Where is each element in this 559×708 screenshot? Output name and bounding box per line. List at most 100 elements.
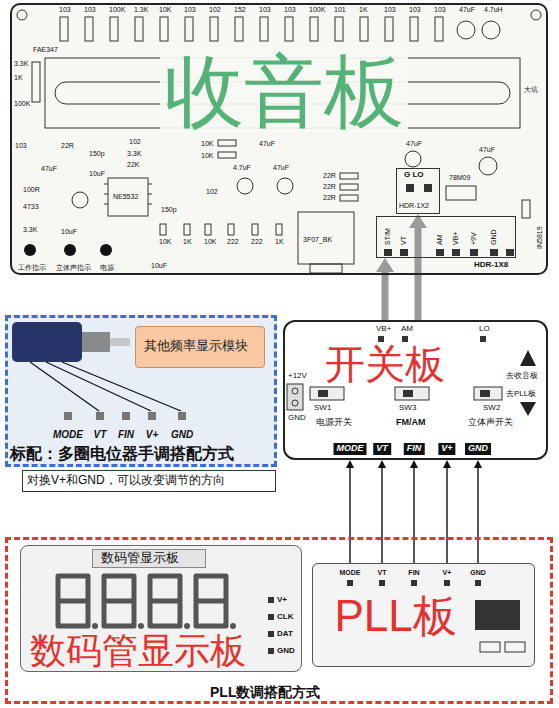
drawn-rect [379,580,385,586]
drawn-rect [108,178,148,216]
drawn-circle [72,192,88,208]
drawn-rect [283,320,548,460]
drawn-line [104,184,108,185]
drawn-rect [148,412,156,420]
part-value: 4733 [22,203,40,211]
indicator-label: 立体声指示 [56,264,91,272]
pin-name: +9V [470,231,478,246]
pin-name: GND [469,569,487,577]
drawn-rect [60,17,68,41]
part-value: 10uF [60,228,78,236]
drawn-rect [205,224,211,235]
drawn-circle [457,21,475,39]
part-value: 4.7uF [232,164,252,172]
wire-arrow [474,460,482,563]
drawn-rect [475,600,520,630]
drawn-rect [310,387,344,400]
drawn-polygon [474,460,482,468]
pcb-parts [17,10,541,273]
pin-name: GND [490,228,498,246]
part-value: NE5532 [112,193,139,201]
part-value: 1K [182,238,193,246]
indicator-label: 电源 [100,264,114,272]
part-value: 3.3K [22,226,38,234]
pin-name: VB+ [452,231,460,246]
part-value: 103 [183,6,197,14]
drawn-rect [335,17,343,41]
note-box: 对换V+和GND，可以改变调节的方向 [22,470,276,492]
part-value: 3.3K [13,60,29,68]
pin-name: MODE [339,569,362,577]
pin-name: MODE [334,443,367,455]
part-value: 150p [160,206,178,214]
part-value: 102 [205,188,219,196]
seven-segment-display [58,576,226,626]
node-text: 标配：多圈电位器手调搭配方式 [10,445,234,463]
dashed-group: 标配：多圈电位器手调搭配方式 其他频率显示模块 [5,315,277,467]
drawn-rect [298,212,354,264]
drawn-path [104,576,134,626]
part-value: 103 [258,6,272,14]
drawn-rect [160,224,166,235]
node-text: 数码管显示板 [30,633,246,669]
drawn-rect [235,17,243,41]
part-value: 47uF [258,140,276,148]
drawn-rect [276,224,282,235]
drawn-rect [285,17,293,41]
drawn-rect [402,336,408,342]
drawn-polygon [376,258,394,272]
drawn-rect [92,549,206,568]
drawn-rect [452,249,460,256]
part-value: 102 [208,6,222,14]
pin-name: MODE [52,429,84,440]
drawn-circle [184,623,190,629]
part-value: 47uF [478,146,496,154]
drawn-rect [474,387,502,400]
drawn-rect [228,224,234,235]
part-value: 10uF [150,262,168,270]
drawn-rect [178,412,186,420]
drawn-line [477,468,478,563]
node-text: 开关板 [325,344,445,384]
drawn-circle [277,178,293,194]
drawn-path [150,576,180,626]
pin-name: SW1 [313,404,332,413]
drawn-rect [506,249,514,256]
part-value: 47uF [458,6,476,14]
wire-arrow [410,460,418,563]
drawn-rect [268,597,274,603]
drawn-rect [480,390,490,397]
part-value: 152 [233,6,247,14]
drawn-rect [411,580,417,586]
drawn-line [46,362,151,411]
drawn-rect [218,140,236,146]
drawn-polygon [410,460,418,468]
drawn-rect [444,580,450,586]
drawn-rect [310,17,318,41]
pin-name: VT [377,569,388,577]
drawn-rect [475,580,481,586]
drawn-rect [10,3,548,275]
drawn-rect [184,224,190,235]
drawn-rect [470,249,478,256]
part-value: 10uF [88,170,106,178]
drawn-circle [482,21,500,39]
drawn-line [30,362,99,411]
indicator-label: 工作指示 [18,264,46,272]
pin-name: FIN [407,569,420,577]
drawn-circle [92,623,98,629]
part-value: 22R [322,172,337,180]
drawn-line [104,194,108,195]
part-value: 100R [22,186,41,194]
switch-label: 立体声开关 [468,418,513,428]
node-text: 其他频率显示模块 [144,339,248,354]
drawn-rect [318,390,328,397]
pin-name: LO [478,325,491,334]
part-value: 103 [14,142,28,150]
drawn-circle [405,151,421,167]
drawn-circle [17,10,27,20]
part-value: 3.3K [126,150,142,158]
wire-arrow [443,460,451,563]
drawn-rect [340,195,358,201]
part-value: 47uF [40,165,58,173]
